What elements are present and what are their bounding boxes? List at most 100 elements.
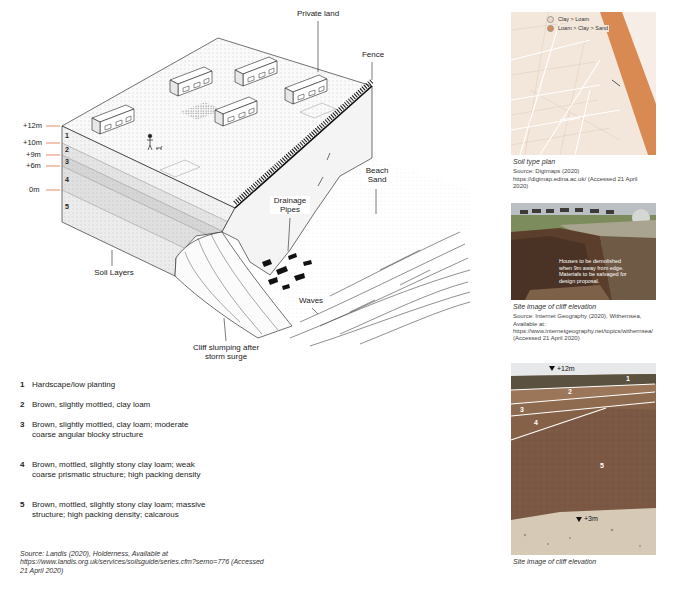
soil-map — [511, 12, 620, 155]
elevation-label: +12m — [557, 365, 575, 372]
cliff-photo — [511, 402, 655, 416]
elevation-tick — [46, 166, 60, 167]
cliff-photo — [611, 529, 614, 532]
cliff-photo — [511, 408, 606, 440]
part-label: Fence — [360, 50, 386, 59]
caption: Site image of cliff elevation — [513, 303, 654, 311]
image-panel: Site image of cliff elevation — [511, 363, 656, 568]
plot-outline — [300, 103, 336, 118]
layer-number: 5 — [600, 462, 604, 469]
elevation-label: +10m — [23, 139, 42, 148]
legend-swatch — [547, 16, 554, 23]
map-legend: Clay > LoamLoam > Clay > Sand — [547, 15, 609, 33]
person-figure — [148, 134, 152, 138]
waves — [300, 244, 465, 322]
leader-line — [112, 250, 113, 266]
caravan — [92, 105, 134, 134]
layer-number: 1 — [65, 132, 69, 139]
elevation-tick — [46, 190, 60, 191]
cliff-photo — [511, 363, 656, 555]
drainage-pipe — [268, 277, 278, 285]
cliff-face — [222, 86, 372, 275]
layer-number: 4 — [534, 419, 538, 426]
item-number: 2 — [20, 400, 24, 410]
leader-line — [224, 318, 226, 341]
elevation-label: +9m — [26, 151, 41, 160]
site-photo — [511, 203, 656, 300]
cliff-photo — [511, 363, 656, 555]
waves — [310, 292, 470, 346]
site-photo — [606, 210, 614, 214]
site-photo — [520, 208, 614, 214]
cliff-photo — [549, 366, 555, 371]
soil-description: Brown, mottled, slightly stony clay loam… — [32, 500, 212, 519]
soil-description: Brown, slightly mottled, clay loam — [32, 400, 232, 410]
item-number: 4 — [20, 460, 24, 470]
leader-line — [318, 21, 319, 72]
elevation-tick — [46, 155, 60, 156]
site-photo — [575, 208, 583, 212]
caravan — [285, 75, 327, 104]
cliff-photo — [511, 384, 655, 440]
elevation-tick — [46, 126, 60, 127]
part-label: Beach Sand — [361, 166, 393, 184]
waves — [350, 250, 430, 312]
image-panel: Houses to be demolished when 9m away fro… — [511, 203, 656, 344]
cliff-photo — [511, 390, 656, 514]
cliff-face — [222, 86, 372, 275]
drainage-pipe — [262, 259, 272, 267]
cliff-face — [318, 153, 330, 186]
soil-description: Brown, mottled, slightly stony clay loam… — [32, 460, 212, 479]
elevation-tick — [46, 143, 60, 144]
caption: Site image of cliff elevation — [513, 558, 654, 566]
cliff-photo — [511, 402, 656, 440]
elevation-label: +6m — [26, 162, 41, 171]
drainage-pipe — [303, 260, 312, 266]
cliff-photo — [524, 534, 526, 536]
annotation: Houses to be demolished when 9m away fro… — [559, 258, 629, 284]
cliff-photo — [639, 545, 641, 547]
drainage-pipe — [282, 284, 290, 290]
cliff-photo — [547, 543, 549, 545]
soil-map — [511, 20, 620, 155]
part-label: Waves — [296, 296, 326, 305]
cliff-slump — [175, 232, 292, 338]
fence — [235, 81, 372, 203]
caravan — [170, 67, 212, 96]
source-note: Source: Landis (2020), Holderness, Avail… — [20, 550, 265, 575]
caravan — [235, 57, 277, 86]
person-figure — [147, 134, 162, 150]
soil-description: Hardscape/low planting — [32, 380, 232, 390]
legend-text: Loam > Clay > Sand — [557, 25, 609, 31]
cliff-photo — [511, 508, 656, 555]
legend-row: Clay > Loam — [547, 15, 609, 24]
drainage-pipe — [294, 273, 305, 281]
cliff-slump — [185, 234, 278, 334]
elevation-label: +12m — [23, 122, 42, 131]
soil-map — [600, 12, 656, 155]
plot-outline — [160, 160, 200, 177]
leader-line — [312, 308, 318, 314]
drainage-pipe — [276, 266, 288, 275]
leader-line — [288, 218, 290, 251]
waves — [320, 258, 468, 326]
leader-line — [112, 21, 376, 341]
legend-row: Loam > Clay > Sand — [547, 24, 609, 33]
layer-number: 2 — [65, 146, 69, 153]
soil-map — [511, 20, 620, 155]
cliff-photo — [524, 529, 641, 547]
elevation-label: +3m — [584, 515, 598, 522]
source-note: Source: Internet Geography (2020), Withe… — [513, 313, 654, 342]
leader-line — [376, 189, 377, 214]
fence — [235, 86, 372, 208]
layer-number: 5 — [65, 203, 69, 210]
site-photo — [511, 203, 656, 300]
caravan — [215, 97, 257, 126]
legend-text: Clay > Loam — [557, 16, 590, 22]
drainage-pipe — [262, 253, 312, 290]
waves — [330, 232, 460, 296]
layer-number: 2 — [568, 388, 572, 395]
fence — [235, 81, 372, 208]
soil-map — [612, 80, 620, 86]
